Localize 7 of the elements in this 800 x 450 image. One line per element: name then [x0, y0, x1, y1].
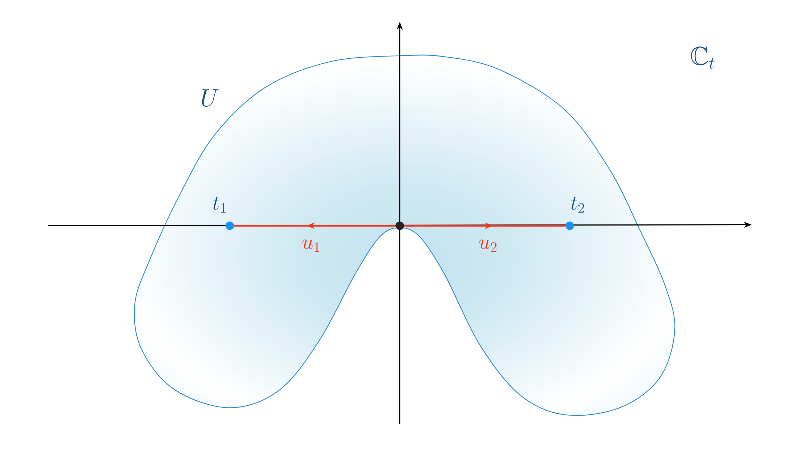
edge-label: $u_1$ [302, 240, 320, 252]
symbol-label: $\mathbb{C}_t$ [691, 46, 715, 69]
point-label: $t_2$ [571, 196, 584, 213]
origin-dot [396, 222, 404, 230]
edge-label: $u_2$ [479, 240, 497, 252]
region-label: $U$ [202, 90, 219, 108]
point-label: $t_1$ [213, 196, 226, 213]
